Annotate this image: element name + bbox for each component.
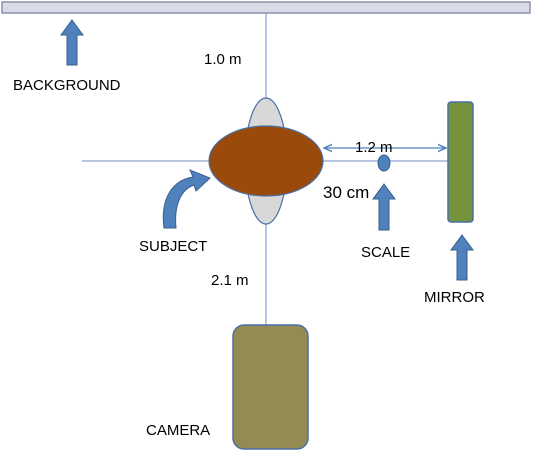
scale-dot	[377, 154, 391, 172]
background-distance-label: 1.0 m	[204, 51, 242, 68]
background-bar	[1, 1, 531, 14]
background-label: BACKGROUND	[13, 77, 121, 94]
background-arrow-icon	[60, 19, 84, 66]
subject-ellipse	[208, 125, 324, 197]
mirror-rect	[447, 101, 474, 223]
camera-distance-label: 2.1 m	[211, 272, 249, 289]
scale-distance-label: 30 cm	[323, 183, 369, 202]
subject-curved-arrow-icon	[162, 169, 211, 229]
mirror-arrow-icon	[450, 234, 474, 281]
mirror-label: MIRROR	[424, 289, 485, 306]
camera-rect	[232, 324, 309, 450]
subject-label: SUBJECT	[139, 238, 207, 255]
mirror-distance-label: 1.2 m	[355, 139, 393, 156]
camera-label: CAMERA	[146, 422, 210, 439]
scale-label: SCALE	[361, 244, 410, 261]
scale-arrow-icon	[372, 183, 396, 231]
